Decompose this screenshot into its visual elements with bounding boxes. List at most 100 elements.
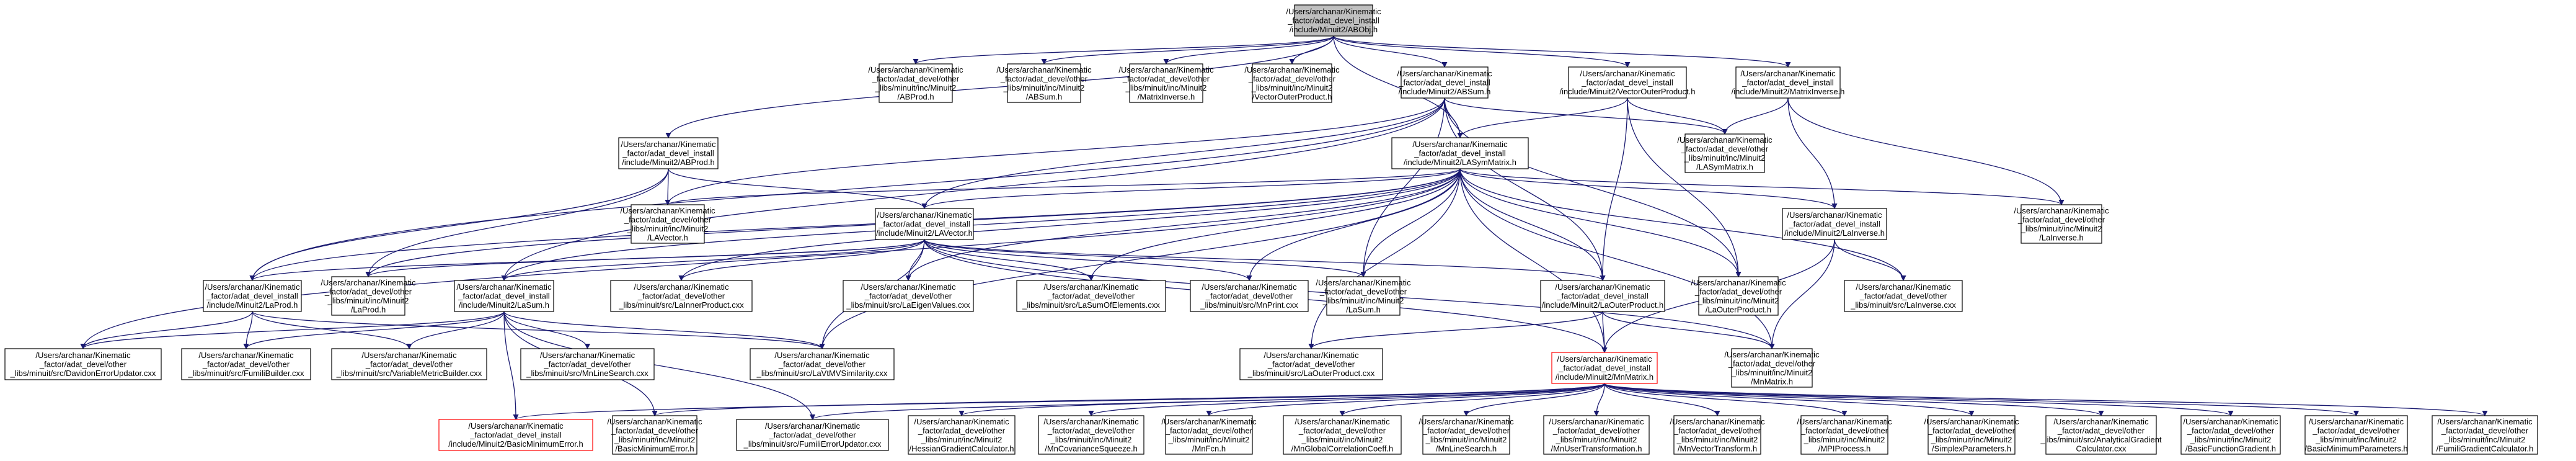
node-box[interactable] xyxy=(1568,66,1687,99)
node-lainv_cxx[interactable]: /Users/archanar/Kinematic_factor/adat_de… xyxy=(1844,280,1963,312)
node-absum_h[interactable]: /Users/archanar/Kinematic_factor/adat_de… xyxy=(996,63,1092,103)
node-anagrad_cxx[interactable]: /Users/archanar/Kinematic_factor/adat_de… xyxy=(2040,415,2162,455)
node-i_matinv[interactable]: /Users/archanar/Kinematic_factor/adat_de… xyxy=(1732,66,1845,99)
node-root[interactable]: /Users/archanar/Kinematic_factor/adat_de… xyxy=(1286,4,1381,37)
node-box[interactable] xyxy=(203,280,302,312)
node-box[interactable] xyxy=(1782,208,1887,240)
node-varmetric_cxx[interactable]: /Users/archanar/Kinematic_factor/adat_de… xyxy=(331,348,487,380)
node-box[interactable] xyxy=(2304,415,2408,455)
node-laprod_h[interactable]: /Users/archanar/Kinematic_factor/adat_de… xyxy=(321,276,416,316)
node-abprod_h[interactable]: /Users/archanar/Kinematic_factor/adat_de… xyxy=(868,63,963,103)
node-lavector_h[interactable]: /Users/archanar/Kinematic_factor/adat_de… xyxy=(620,204,715,244)
node-box[interactable] xyxy=(908,415,1016,455)
node-box[interactable] xyxy=(181,348,311,380)
node-matinv_h[interactable]: /Users/archanar/Kinematic_factor/adat_de… xyxy=(1118,63,1214,103)
node-box[interactable] xyxy=(1928,415,2016,455)
node-laeigen_cxx[interactable]: /Users/archanar/Kinematic_factor/adat_de… xyxy=(843,280,974,312)
node-box[interactable] xyxy=(1391,137,1529,169)
node-box[interactable] xyxy=(331,276,405,316)
node-lasum_h[interactable]: /Users/archanar/Kinematic_factor/adat_de… xyxy=(1316,276,1411,316)
node-mnvectrans_h[interactable]: /Users/archanar/Kinematic_factor/adat_de… xyxy=(1670,415,1765,455)
node-simplexpar_h[interactable]: /Users/archanar/Kinematic_factor/adat_de… xyxy=(1924,415,2019,455)
node-box[interactable] xyxy=(331,348,487,380)
node-box[interactable] xyxy=(612,415,697,455)
node-hessgrad_h[interactable]: /Users/archanar/Kinematic_factor/adat_de… xyxy=(908,415,1016,455)
node-laouter_h[interactable]: /Users/archanar/Kinematic_factor/adat_de… xyxy=(1691,276,1786,316)
node-i_basicminerr[interactable]: /Users/archanar/Kinematic_factor/adat_de… xyxy=(438,419,593,451)
node-box[interactable] xyxy=(4,348,162,380)
node-mnprint_cxx[interactable]: /Users/archanar/Kinematic_factor/adat_de… xyxy=(1190,280,1309,312)
node-box[interactable] xyxy=(1129,63,1203,103)
node-box[interactable] xyxy=(1326,276,1401,316)
node-fumilierr_cxx[interactable]: /Users/archanar/Kinematic_factor/adat_de… xyxy=(736,419,889,451)
node-mnlinesearch_h[interactable]: /Users/archanar/Kinematic_factor/adat_de… xyxy=(1419,415,1514,455)
node-box[interactable] xyxy=(1731,348,1813,388)
node-box[interactable] xyxy=(750,348,895,380)
node-mnlinesearch_cxx[interactable]: /Users/archanar/Kinematic_factor/adat_de… xyxy=(520,348,655,380)
node-i_vop[interactable]: /Users/archanar/Kinematic_factor/adat_de… xyxy=(1560,66,1696,99)
node-i_mnmatrix[interactable]: /Users/archanar/Kinematic_factor/adat_de… xyxy=(1551,352,1658,384)
node-box[interactable] xyxy=(1673,415,1761,455)
node-i_lasum[interactable]: /Users/archanar/Kinematic_factor/adat_de… xyxy=(454,280,554,312)
node-box[interactable] xyxy=(1294,4,1373,37)
node-lavmsim_cxx[interactable]: /Users/archanar/Kinematic_factor/adat_de… xyxy=(750,348,895,380)
node-box[interactable] xyxy=(875,208,974,240)
node-mnglobcorr_h[interactable]: /Users/archanar/Kinematic_factor/adat_de… xyxy=(1283,415,1402,455)
node-box[interactable] xyxy=(1698,276,1779,316)
node-box[interactable] xyxy=(1684,133,1765,173)
node-box[interactable] xyxy=(1190,280,1309,312)
node-lasumofel_cxx[interactable]: /Users/archanar/Kinematic_factor/adat_de… xyxy=(1016,280,1166,312)
node-davidon_cxx[interactable]: /Users/archanar/Kinematic_factor/adat_de… xyxy=(4,348,162,380)
node-box[interactable] xyxy=(1038,415,1144,455)
node-i_lavector[interactable]: /Users/archanar/Kinematic_factor/adat_de… xyxy=(875,208,974,240)
node-box[interactable] xyxy=(1016,280,1166,312)
node-box[interactable] xyxy=(1422,415,1510,455)
node-box[interactable] xyxy=(1844,280,1963,312)
node-basicminerr_h[interactable]: /Users/archanar/Kinematic_factor/adat_de… xyxy=(607,415,702,455)
node-box[interactable] xyxy=(1540,280,1665,312)
node-box[interactable] xyxy=(1283,415,1402,455)
node-lainnerprod_cxx[interactable]: /Users/archanar/Kinematic_factor/adat_de… xyxy=(610,280,753,312)
node-mnmatrix_h[interactable]: /Users/archanar/Kinematic_factor/adat_de… xyxy=(1724,348,1820,388)
node-basicminpar_h[interactable]: /Users/archanar/Kinematic_factor/adat_de… xyxy=(2304,415,2408,455)
node-lainv_h[interactable]: /Users/archanar/Kinematic_factor/adat_de… xyxy=(2014,204,2109,244)
node-i_lasym[interactable]: /Users/archanar/Kinematic_factor/adat_de… xyxy=(1391,137,1529,169)
node-box[interactable] xyxy=(1735,66,1841,99)
node-mnusertrans_h[interactable]: /Users/archanar/Kinematic_factor/adat_de… xyxy=(1543,415,1650,455)
node-i_lainv[interactable]: /Users/archanar/Kinematic_factor/adat_de… xyxy=(1782,208,1887,240)
node-mncovsq_h[interactable]: /Users/archanar/Kinematic_factor/adat_de… xyxy=(1038,415,1144,455)
node-box[interactable] xyxy=(438,419,593,451)
node-vop_h[interactable]: /Users/archanar/Kinematic_factor/adat_de… xyxy=(1244,63,1340,103)
node-box[interactable] xyxy=(1543,415,1650,455)
node-lasym_h[interactable]: /Users/archanar/Kinematic_factor/adat_de… xyxy=(1677,133,1773,173)
node-box[interactable] xyxy=(1165,415,1253,455)
node-i_abprod[interactable]: /Users/archanar/Kinematic_factor/adat_de… xyxy=(618,137,719,169)
node-i_absum[interactable]: /Users/archanar/Kinematic_factor/adat_de… xyxy=(1397,66,1492,99)
node-box[interactable] xyxy=(1252,63,1332,103)
node-basicfgrad_h[interactable]: /Users/archanar/Kinematic_factor/adat_de… xyxy=(2180,415,2281,455)
node-fumiligrad_h[interactable]: /Users/archanar/Kinematic_factor/adat_de… xyxy=(2432,415,2538,455)
node-box[interactable] xyxy=(2180,415,2281,455)
node-box[interactable] xyxy=(618,137,719,169)
node-box[interactable] xyxy=(454,280,554,312)
node-box[interactable] xyxy=(1551,352,1658,384)
node-box[interactable] xyxy=(2432,415,2538,455)
node-fumili_cxx[interactable]: /Users/archanar/Kinematic_factor/adat_de… xyxy=(181,348,311,380)
node-box[interactable] xyxy=(736,419,889,451)
node-box[interactable] xyxy=(1401,66,1489,99)
node-box[interactable] xyxy=(1800,415,1888,455)
node-box[interactable] xyxy=(2021,204,2102,244)
node-box[interactable] xyxy=(2045,415,2157,455)
node-box[interactable] xyxy=(879,63,953,103)
node-box[interactable] xyxy=(1007,63,1081,103)
node-box[interactable] xyxy=(1239,348,1383,380)
node-i_laprod[interactable]: /Users/archanar/Kinematic_factor/adat_de… xyxy=(203,280,302,312)
node-i_laouter[interactable]: /Users/archanar/Kinematic_factor/adat_de… xyxy=(1540,280,1665,312)
node-laouter_cxx[interactable]: /Users/archanar/Kinematic_factor/adat_de… xyxy=(1239,348,1383,380)
node-box[interactable] xyxy=(520,348,655,380)
node-mnfcn_h[interactable]: /Users/archanar/Kinematic_factor/adat_de… xyxy=(1161,415,1257,455)
node-mpiproc_h[interactable]: /Users/archanar/Kinematic_factor/adat_de… xyxy=(1797,415,1892,455)
node-box[interactable] xyxy=(610,280,753,312)
node-box[interactable] xyxy=(843,280,974,312)
node-box[interactable] xyxy=(631,204,705,244)
